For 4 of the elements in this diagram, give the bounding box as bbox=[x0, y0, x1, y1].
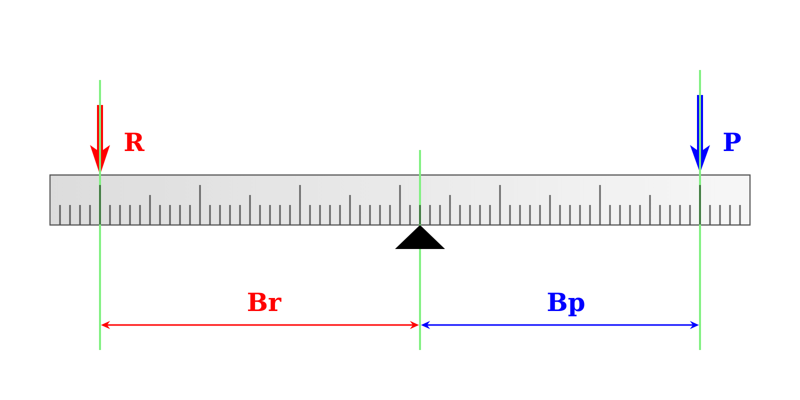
force-label: R bbox=[124, 132, 145, 151]
dimension-label: Br bbox=[248, 292, 282, 311]
force-label: P bbox=[724, 132, 741, 151]
dimension-label: Bp bbox=[548, 292, 584, 316]
